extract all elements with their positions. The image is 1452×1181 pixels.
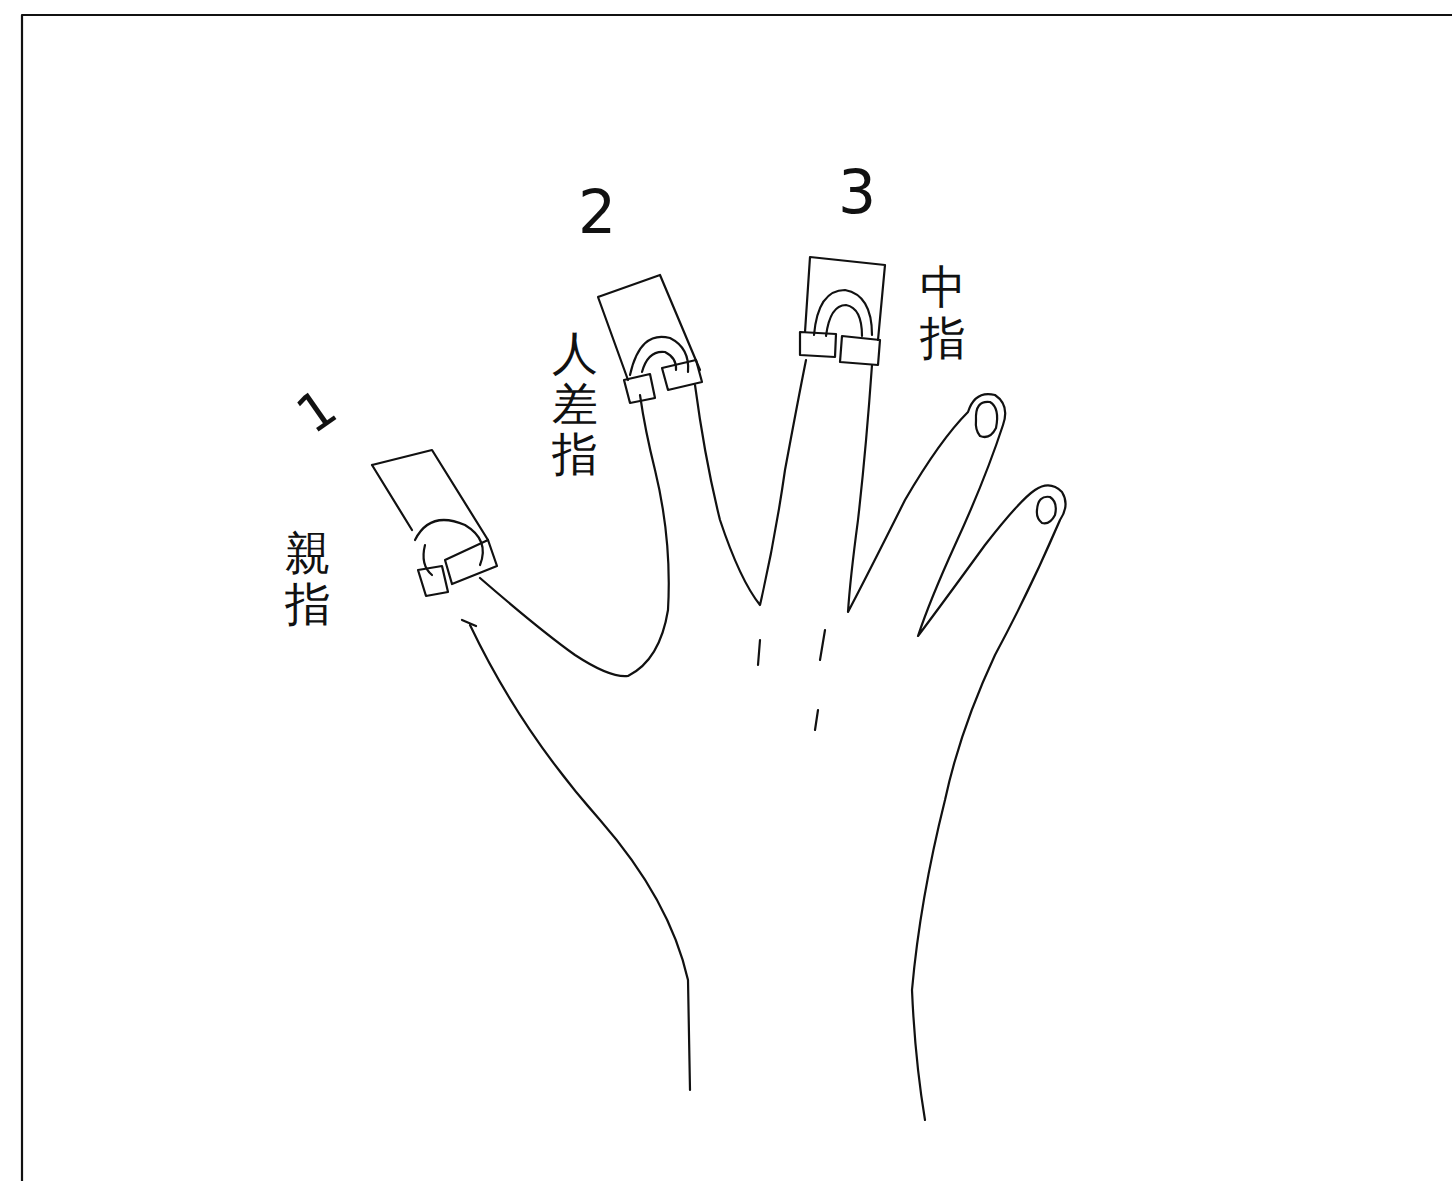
finger-name: 人差指: [552, 328, 598, 480]
palm-creases: [462, 620, 825, 730]
callout-number: 3: [838, 162, 876, 222]
callout-number: 2: [578, 182, 616, 242]
middle-pick: [805, 257, 885, 340]
thumb-band: [418, 540, 497, 596]
thumb-pick: [372, 450, 488, 540]
middle-band: [800, 332, 880, 365]
index-band: [624, 360, 702, 403]
finger-name: 中指: [920, 262, 966, 363]
index-pick: [598, 275, 700, 380]
middle-nail: [814, 290, 872, 336]
ring-nail: [976, 402, 997, 437]
little-nail: [1037, 497, 1056, 524]
callout-number: 1: [288, 380, 345, 442]
finger-name: 親指: [285, 528, 331, 629]
frame-line: [22, 15, 1452, 1181]
index-nail: [630, 337, 688, 375]
